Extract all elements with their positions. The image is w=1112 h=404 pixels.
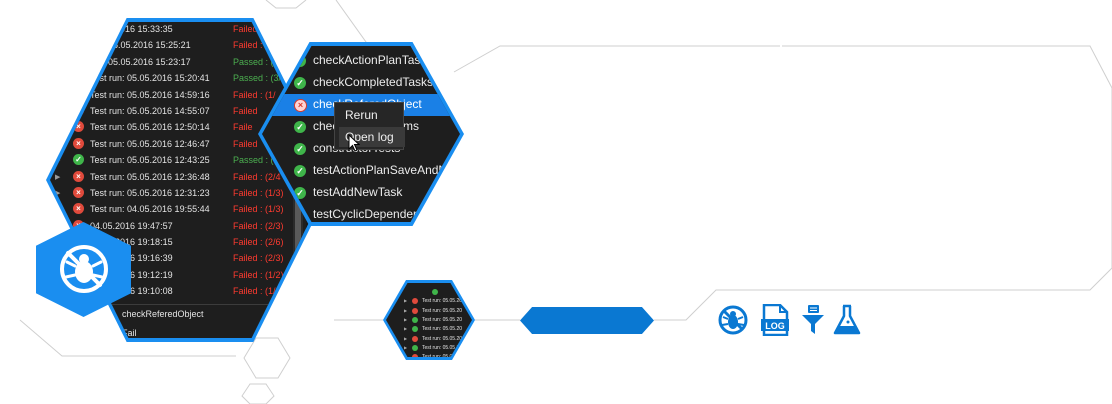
test-item-name: checkCompletedTasks <box>313 75 434 89</box>
test-run-name: 04.05.2016 19:47:57 <box>90 220 173 231</box>
expand-arrow-icon[interactable]: ▶ <box>55 173 61 181</box>
test-run-name: 05.05.2016 15:33:35 <box>90 24 173 34</box>
test-run-name: Test run: 05.05.2016 12:50:14 <box>90 122 210 133</box>
mini-run-name: Test run: 05.05.20 <box>422 298 463 305</box>
passed-icon <box>412 316 418 323</box>
test-run-result: Failed : (1/2) <box>233 269 284 280</box>
passed-icon: ✓ <box>294 121 306 133</box>
test-run-name: Test run: 05.05.2016 12:36:48 <box>90 171 210 182</box>
passed-icon: ✓ <box>294 165 306 177</box>
test-run-name: Test run: 05.05.2016 12:46:47 <box>90 138 210 149</box>
expand-arrow-icon: ▶ <box>404 316 408 322</box>
log-file-icon: LOG <box>761 303 789 341</box>
test-list-panel: ✓ checkActionPlanTas ✓ checkCompletedTasks ×… <box>258 42 464 226</box>
failed-icon <box>412 335 418 342</box>
svg-text:LOG: LOG <box>765 321 785 331</box>
test-run-result: Failed : (1/2) <box>233 286 284 297</box>
test-run-result: Failed : (1/4) <box>233 40 284 51</box>
test-run-name: 04.05.2016 19:18:15 <box>90 237 173 248</box>
mini-run-name: Test run: 05.05.20 <box>422 307 463 314</box>
bug-icon <box>717 304 749 341</box>
mini-run-name: Test run: 05.05.20 <box>422 354 462 357</box>
expand-arrow-icon: ▶ <box>404 298 408 304</box>
failed-icon: × <box>73 170 84 182</box>
test-run-result: Failed : (1/3) <box>233 187 284 198</box>
test-run-result: Failed : (1/ <box>233 89 276 100</box>
test-item[interactable]: ✓ testActionPlanSaveAndN <box>262 160 460 182</box>
failed-icon: × <box>73 203 84 215</box>
test-run-result: Failed : (2/4 <box>233 171 281 182</box>
expand-arrow-icon: ▶ <box>404 354 408 357</box>
failed-icon <box>412 354 418 357</box>
divider <box>50 304 310 305</box>
test-run-result: Faile <box>233 122 253 133</box>
test-run-result: Failed <box>233 138 258 149</box>
expand-arrow-icon: ▶ <box>404 344 408 350</box>
test-run-result: Passed : ( <box>233 155 274 166</box>
passed-icon <box>412 344 418 351</box>
test-run-name: 04.05.2016 19:10:08 <box>90 286 173 297</box>
test-run-name: Test run: 05.05.2016 12:31:23 <box>90 187 210 198</box>
test-run-result: Failed : (2/3) <box>233 253 284 264</box>
runs-thumbnail-inner: ▶ Test run: 05.05.20 ▶ Test run: 05.05.20 ▶ T… <box>386 283 472 357</box>
test-run-name: Test run: 05.05.2016 15:20:41 <box>90 73 210 84</box>
funnel-icon <box>801 304 825 341</box>
test-run-result: Failed : (2/3) <box>233 220 284 231</box>
test-item-name: checkActionPlanTas <box>313 53 421 67</box>
test-run-result: Failed : (2/6) <box>233 237 284 248</box>
failed-icon: × <box>73 186 84 198</box>
selected-test-name: checkReferedObject <box>122 309 204 319</box>
test-item[interactable]: ✓ checkCompletedTasks <box>262 72 460 94</box>
test-item[interactable]: ✓ testAddNewTask <box>262 182 460 204</box>
test-run-name: Test run: 04.05.2016 19:55:44 <box>90 204 210 215</box>
failed-icon <box>412 307 418 314</box>
passed-icon <box>412 326 418 333</box>
expand-arrow-icon: ▶ <box>404 335 408 341</box>
passed-icon: ✓ <box>294 77 306 89</box>
runs-thumbnail: ▶ Test run: 05.05.20 ▶ Test run: 05.05.20 ▶ T… <box>383 280 475 360</box>
rerun-menu-item[interactable]: Rerun <box>345 108 378 122</box>
test-run-name: Test run: 05.05.2016 12:43:25 <box>90 155 210 166</box>
expand-arrow-icon: ▶ <box>404 307 408 313</box>
failed-icon: × <box>73 137 84 149</box>
mini-run-name: Test run: 05.05.20 <box>422 316 463 323</box>
test-run-name: Test run: 05.05.2016 14:59:16 <box>90 89 210 100</box>
test-run-name: run: 05.05.2016 15:25:21 <box>90 40 191 51</box>
mouse-cursor-icon <box>348 134 360 152</box>
bug-icon <box>60 245 108 293</box>
passed-icon: ✓ <box>73 154 84 166</box>
test-run-result: Passed : (3/3) <box>233 73 290 84</box>
test-run-result: Failed : (1/3) <box>233 204 284 215</box>
test-item-name: testAddNewTask <box>313 185 403 199</box>
mini-run-name: Test run: 05.05.20 <box>422 326 463 333</box>
test-item-name: testActionPlanSaveAndN <box>313 163 448 177</box>
mini-run-name: Test run: 05.05.20 <box>422 344 463 351</box>
passed-icon: ✓ <box>294 143 306 155</box>
selected-test-status: Fail <box>122 328 137 338</box>
test-run-result: Failed <box>233 105 258 116</box>
flask-icon <box>833 304 861 341</box>
passed-icon: ✓ <box>294 187 306 199</box>
mini-run-name: Test run: 05.05.20 <box>422 335 463 342</box>
passed-icon <box>432 289 438 295</box>
test-run-name: run: 05.05.2016 15:23:17 <box>90 56 191 67</box>
expand-arrow-icon: ▶ <box>404 326 408 332</box>
test-run-result: Passed : (4/4) <box>233 56 290 67</box>
failed-icon <box>412 298 418 305</box>
action-pill[interactable] <box>520 307 654 334</box>
test-run-name: Test run: 05.05.2016 14:55:07 <box>90 105 210 116</box>
failed-icon: × <box>294 99 307 112</box>
test-run-name: 04.05.2016 19:16:39 <box>90 253 173 264</box>
test-item-name: testCyclicDependen <box>313 207 420 221</box>
test-run-row[interactable]: ▶ × Test run: 05.05.2016 12:36:48 Failed : … <box>50 170 302 186</box>
test-run-row[interactable]: ▶ × Test run: 05.05.2016 12:31:23 Failed : … <box>50 186 302 202</box>
context-menu: Rerun Open log <box>334 102 405 150</box>
expand-arrow-icon[interactable]: ▶ <box>55 189 61 197</box>
failed-icon: × <box>73 121 84 133</box>
test-run-name: 04.05.2016 19:12:19 <box>90 269 173 280</box>
